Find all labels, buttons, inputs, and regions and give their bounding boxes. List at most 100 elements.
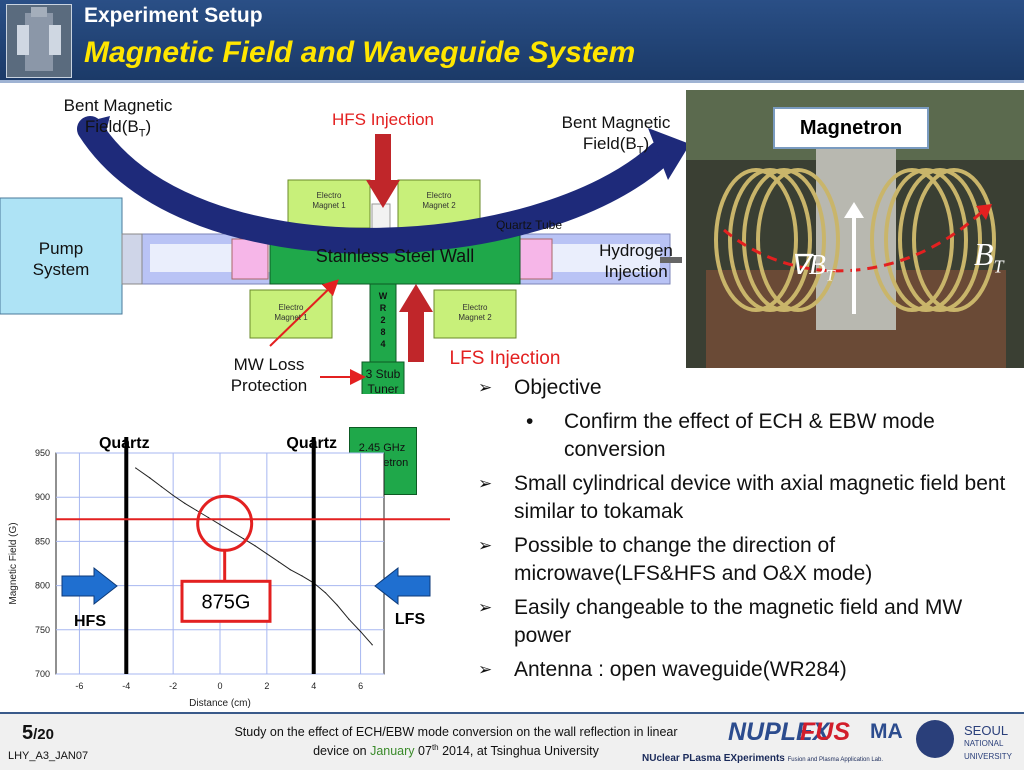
x-tick-label: 2: [264, 681, 269, 691]
data-point: [301, 575, 303, 577]
page-number: 5/20: [22, 722, 54, 744]
bullet-item: ➢ Easily changeable to the magnetic field…: [478, 594, 1018, 650]
data-point: [348, 618, 350, 620]
data-point: [149, 477, 151, 479]
data-point: [359, 630, 362, 633]
slide-header: [0, 0, 1024, 80]
lfs-injection-label: LFS Injection: [449, 348, 561, 369]
bullet-item: ➢ Possible to change the direction of mic…: [478, 532, 1018, 588]
setup-diagram: [0, 116, 686, 394]
bullet-item: • Confirm the effect of ECH & EBW mode co…: [478, 408, 1018, 464]
hfs-injection-arrow: [366, 180, 400, 208]
bullet-text: Objective: [514, 376, 602, 399]
quartz-label: Quartz: [99, 435, 150, 452]
data-point: [371, 644, 373, 646]
hfs-arrow-icon: [61, 566, 118, 606]
x-tick-label: -6: [75, 681, 83, 691]
x-tick-label: 4: [311, 681, 316, 691]
stub-tuner-box: [361, 361, 405, 394]
footer-citation: Study on the effect of ECH/EBW mode conv…: [234, 725, 678, 759]
header-divider: [0, 80, 1024, 83]
data-point: [160, 485, 163, 488]
data-point: [242, 538, 245, 540]
bullet-marker: ➢: [478, 598, 493, 617]
data-point: [172, 494, 174, 497]
hfs-label: HFS: [74, 613, 106, 630]
x-tick-label: 6: [358, 681, 363, 691]
slide-code: LHY_A3_JAN07: [8, 750, 89, 762]
grad-bt-label: ∇BT: [790, 250, 835, 285]
bullet-item: ➢ Antenna : open waveguide(WR284): [478, 656, 1018, 684]
y-tick-label: 800: [35, 581, 50, 591]
lab-tagline: NUclear PLasma EXperiments Fusion and Pl…: [642, 753, 884, 764]
data-point: [184, 502, 186, 504]
lab-logo-ma: MA: [870, 720, 903, 743]
resonance-box: [180, 579, 272, 623]
lab-logo-nuplex: NUPLEX: [728, 718, 830, 746]
stainless-wall-label: Stainless Steel Wall: [315, 246, 475, 266]
quartz-label: Quartz: [286, 435, 337, 452]
y-tick-label: 750: [35, 625, 50, 635]
quartz-tube-label: Quartz Tube: [495, 218, 563, 232]
y-tick-label: 900: [35, 492, 50, 502]
bt-label: BT: [974, 236, 1004, 277]
bullet-marker: •: [526, 410, 534, 433]
data-point: [207, 516, 209, 519]
bullet-marker: ➢: [478, 660, 493, 679]
bent-magnetic-field-arc: [77, 116, 673, 254]
bullet-list: ➢ Objective • Confirm the effect of ECH & E…: [478, 374, 1018, 690]
slide-subtitle: Experiment Setup: [84, 4, 263, 27]
data-point: [289, 569, 291, 571]
y-tick-label: 850: [35, 536, 50, 546]
data-point: [324, 592, 327, 594]
pump-system-box: [0, 197, 123, 315]
data-point: [135, 467, 137, 469]
y-tick-label: 950: [35, 448, 50, 458]
slide-footer: [0, 712, 1024, 770]
bent-field-label-left: Bent Magnetic Field(BT): [63, 96, 173, 140]
x-tick-label: -4: [122, 681, 130, 691]
data-point: [219, 524, 221, 526]
resonance-circle: [196, 494, 254, 552]
data-point: [231, 531, 233, 533]
lfs-arrow-icon: [374, 566, 431, 606]
data-point: [195, 509, 198, 512]
slide-title: Magnetic Field and Waveguide System: [84, 36, 636, 69]
university-seal-icon: [916, 720, 954, 758]
hfs-injection-label: HFS Injection: [331, 110, 435, 129]
device-logo-icon: [17, 7, 61, 71]
bullet-marker: ➢: [478, 378, 493, 397]
electro-magnet-2-bottom: [433, 289, 517, 339]
x-tick-label: 0: [217, 681, 222, 691]
magnetron-label: Magnetron: [773, 107, 929, 149]
bullet-item: ➢Small cylindrical device with axial mag…: [478, 470, 1018, 526]
bullet-text: Possible to change the direction of micr…: [514, 534, 873, 585]
bullet-text: Antenna : open waveguide(WR284): [514, 658, 847, 681]
bullet-item: ➢ Objective: [478, 374, 1018, 402]
data-point: [336, 604, 338, 606]
lab-logo-fus: FUS: [800, 718, 850, 746]
bullet-marker: ➢: [478, 536, 493, 555]
device-logo-image: [6, 4, 72, 78]
device-photo: [686, 90, 1024, 368]
bullet-text: Small cylindrical device with axial magn…: [514, 472, 1006, 523]
bullet-text: Easily changeable to the magnetic field …: [514, 596, 963, 647]
mw-loss-arrow: [269, 279, 339, 347]
electro-magnet-1-top: [287, 179, 371, 229]
data-point: [266, 553, 268, 555]
resonance-value-label: 875G: [202, 591, 251, 613]
university-name: SEOUL NATIONAL UNIVERSITY: [964, 723, 1013, 761]
bent-field-label-right: Bent Magnetic Field(BT): [561, 113, 671, 157]
wr284-waveguide: [369, 283, 397, 363]
data-point: [277, 561, 280, 563]
bullet-text: Confirm the effect of ECH & EBW mode con…: [564, 410, 935, 461]
